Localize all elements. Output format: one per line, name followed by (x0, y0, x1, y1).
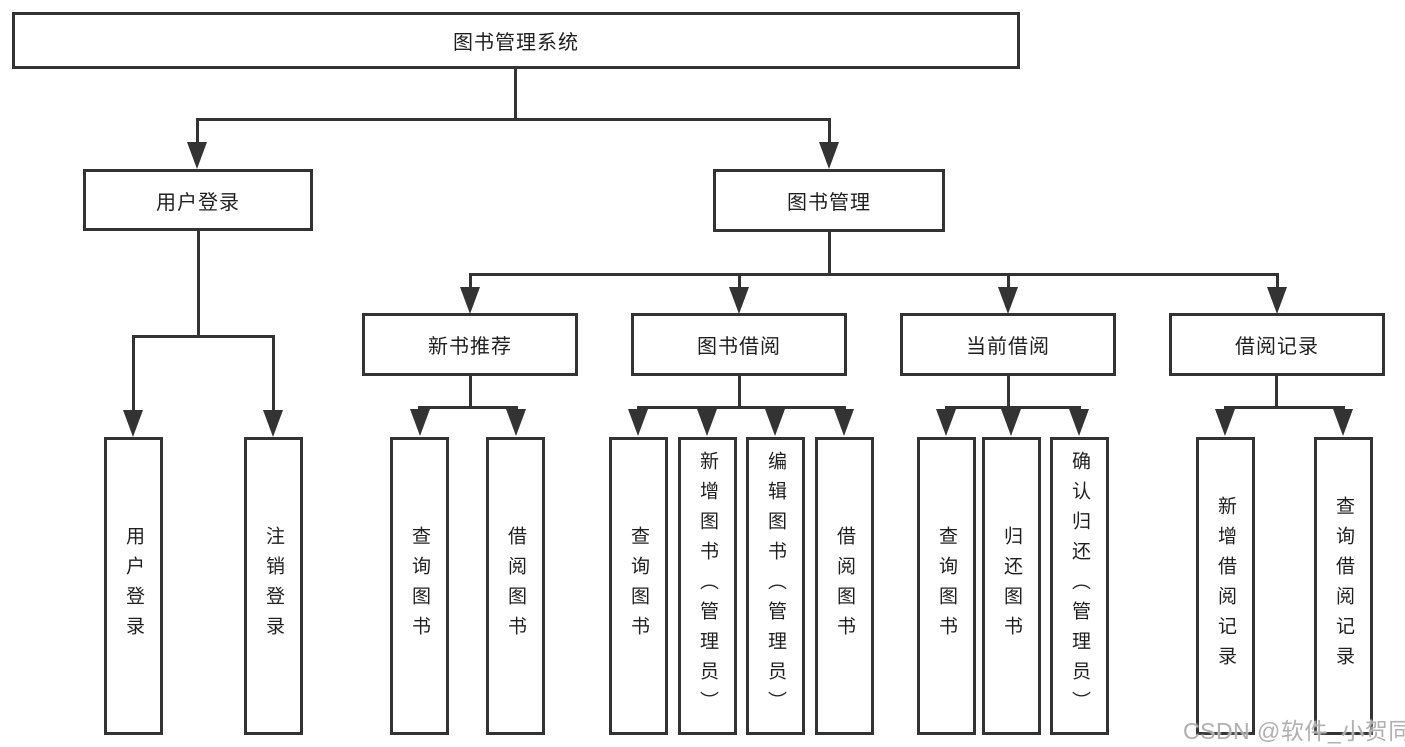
node-book-management: 图书管理 (713, 169, 945, 232)
leaf-label: 归还图书 (1001, 526, 1022, 646)
leaf-label: 查询借阅记录 (1333, 496, 1354, 676)
arrow-down-icon (187, 142, 207, 169)
connector-line (132, 335, 135, 411)
leaf-query-books-borrowing: 查询图书 (609, 437, 668, 735)
connector-line (1007, 273, 1010, 289)
connector-line (1007, 376, 1010, 406)
leaf-return-books: 归还图书 (982, 437, 1041, 735)
leaf-add-borrow-record: 新增借阅记录 (1196, 437, 1255, 735)
connector-line (514, 69, 517, 118)
connector-line (1276, 273, 1279, 289)
arrow-down-icon (697, 409, 717, 436)
arrow-down-icon (998, 287, 1018, 314)
connector-line (738, 273, 741, 289)
leaf-edit-books-admin: 编辑图书（管理员） (746, 437, 805, 735)
node-book-borrowing: 图书借阅 (631, 313, 847, 376)
leaf-label: 新增借阅记录 (1215, 496, 1236, 676)
arrow-down-icon (729, 287, 749, 314)
connector-line (197, 118, 831, 121)
arrow-down-icon (506, 409, 526, 436)
arrow-down-icon (123, 410, 143, 437)
csdn-watermark: CSDN @软件_小贺同学 (1183, 718, 1405, 744)
arrow-down-icon (1333, 409, 1353, 436)
leaf-logout: 注销登录 (244, 437, 303, 735)
connector-line (637, 406, 846, 409)
leaf-label: 借阅图书 (834, 526, 855, 646)
arrow-down-icon (410, 409, 430, 436)
connector-line (418, 406, 518, 409)
leaf-label: 查询图书 (628, 526, 649, 646)
leaf-label: 注销登录 (263, 526, 284, 646)
leaf-confirm-return-admin: 确认归还（管理员） (1050, 437, 1109, 735)
arrow-down-icon (936, 409, 956, 436)
leaf-add-books-admin: 新增图书（管理员） (678, 437, 737, 735)
leaf-label: 查询图书 (409, 526, 430, 646)
connector-line (469, 376, 472, 406)
leaf-label: 查询图书 (936, 526, 957, 646)
arrow-down-icon (765, 409, 785, 436)
connector-line (196, 118, 199, 146)
arrow-down-icon (819, 142, 839, 169)
arrow-down-icon (263, 410, 283, 437)
leaf-label: 用户登录 (123, 526, 144, 646)
connector-line (1275, 376, 1278, 406)
arrow-down-icon (834, 409, 854, 436)
connector-line (828, 232, 831, 273)
connector-line (197, 231, 200, 335)
leaf-user-login: 用户登录 (104, 437, 163, 735)
arrow-down-icon (628, 409, 648, 436)
node-root: 图书管理系统 (12, 12, 1020, 69)
arrow-down-icon (1215, 409, 1235, 436)
leaf-label: 编辑图书（管理员） (765, 451, 786, 721)
node-user-login: 用户登录 (83, 169, 313, 231)
node-borrowing-records: 借阅记录 (1169, 313, 1385, 376)
connector-line (132, 335, 275, 338)
leaf-query-books-recommend: 查询图书 (390, 437, 449, 735)
connector-line (469, 273, 472, 289)
arrow-down-icon (1001, 409, 1021, 436)
connector-line (1224, 406, 1345, 409)
leaf-label: 借阅图书 (505, 526, 526, 646)
node-new-book-recommend: 新书推荐 (362, 313, 578, 376)
arrow-down-icon (460, 287, 480, 314)
connector-line (738, 376, 741, 406)
connector-line (469, 273, 1279, 276)
leaf-query-borrow-record: 查询借阅记录 (1314, 437, 1373, 735)
leaf-label: 确认归还（管理员） (1069, 451, 1090, 721)
connector-line (272, 335, 275, 411)
connector-line (945, 406, 1081, 409)
leaf-query-books-current: 查询图书 (917, 437, 976, 735)
arrow-down-icon (1267, 287, 1287, 314)
arrow-down-icon (1069, 409, 1089, 436)
connector-line (828, 118, 831, 146)
leaf-label: 新增图书（管理员） (697, 451, 718, 721)
node-current-borrowing: 当前借阅 (900, 313, 1116, 376)
leaf-borrow-books-recommend: 借阅图书 (486, 437, 545, 735)
leaf-borrow-books-borrowing: 借阅图书 (815, 437, 874, 735)
